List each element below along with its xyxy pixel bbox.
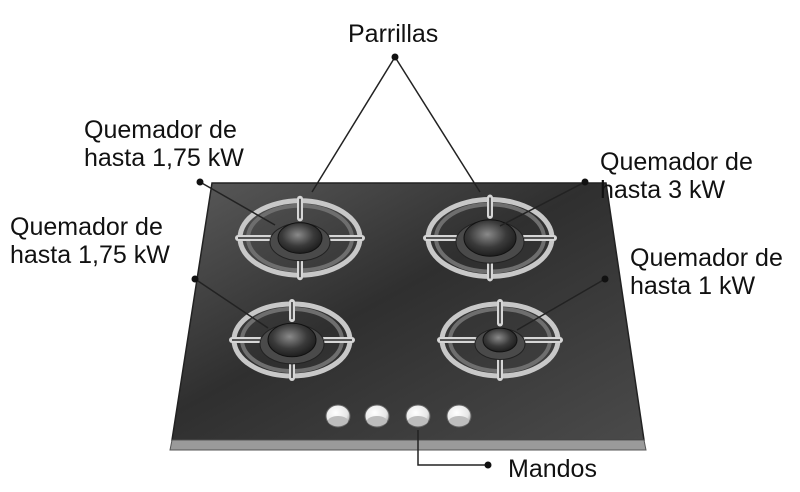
label-line: Quemador de [10,213,163,241]
label-mandos-text: Mandos [508,455,597,483]
leader-parrillas-left [311,56,396,193]
burner-top-left [235,195,365,281]
leader-parrillas-right [394,56,481,193]
knob-4[interactable] [446,404,472,428]
label-line: hasta 1,75 kW [10,241,170,269]
label-burner-top-right: Quemador de hasta 3 kW [600,148,753,204]
leader-mandos [417,430,488,466]
control-knobs [325,404,472,428]
leader-burner-bottom-left [194,278,269,329]
leader-burner-bottom-right [516,278,606,331]
leader-burner-top-right [499,181,586,227]
leader-lines [194,56,606,466]
knob-1[interactable] [325,404,351,428]
label-parrillas-text: Parrillas [348,20,439,48]
label-line: hasta 1 kW [630,272,756,300]
label-line: Quemador de [84,116,237,144]
label-mandos: Mandos [508,455,597,483]
label-burner-bottom-right: Quemador de hasta 1 kW [630,244,783,300]
label-burner-top-left: Quemador de hasta 1,75 kW [84,116,244,172]
knob-2[interactable] [364,404,390,428]
label-line: hasta 3 kW [600,176,726,204]
burner-bottom-right [437,299,563,381]
label-parrillas: Parrillas [348,20,438,48]
leader-dots [191,53,609,469]
knob-3[interactable] [405,404,431,428]
leader-burner-top-left [199,181,276,226]
burner-bottom-left [229,299,355,381]
label-line: Quemador de [630,244,783,272]
burner-top-right [423,194,557,282]
label-burner-bottom-left: Quemador de hasta 1,75 kW [10,213,170,269]
label-line: hasta 1,75 kW [84,144,244,172]
label-line: Quemador de [600,148,753,176]
